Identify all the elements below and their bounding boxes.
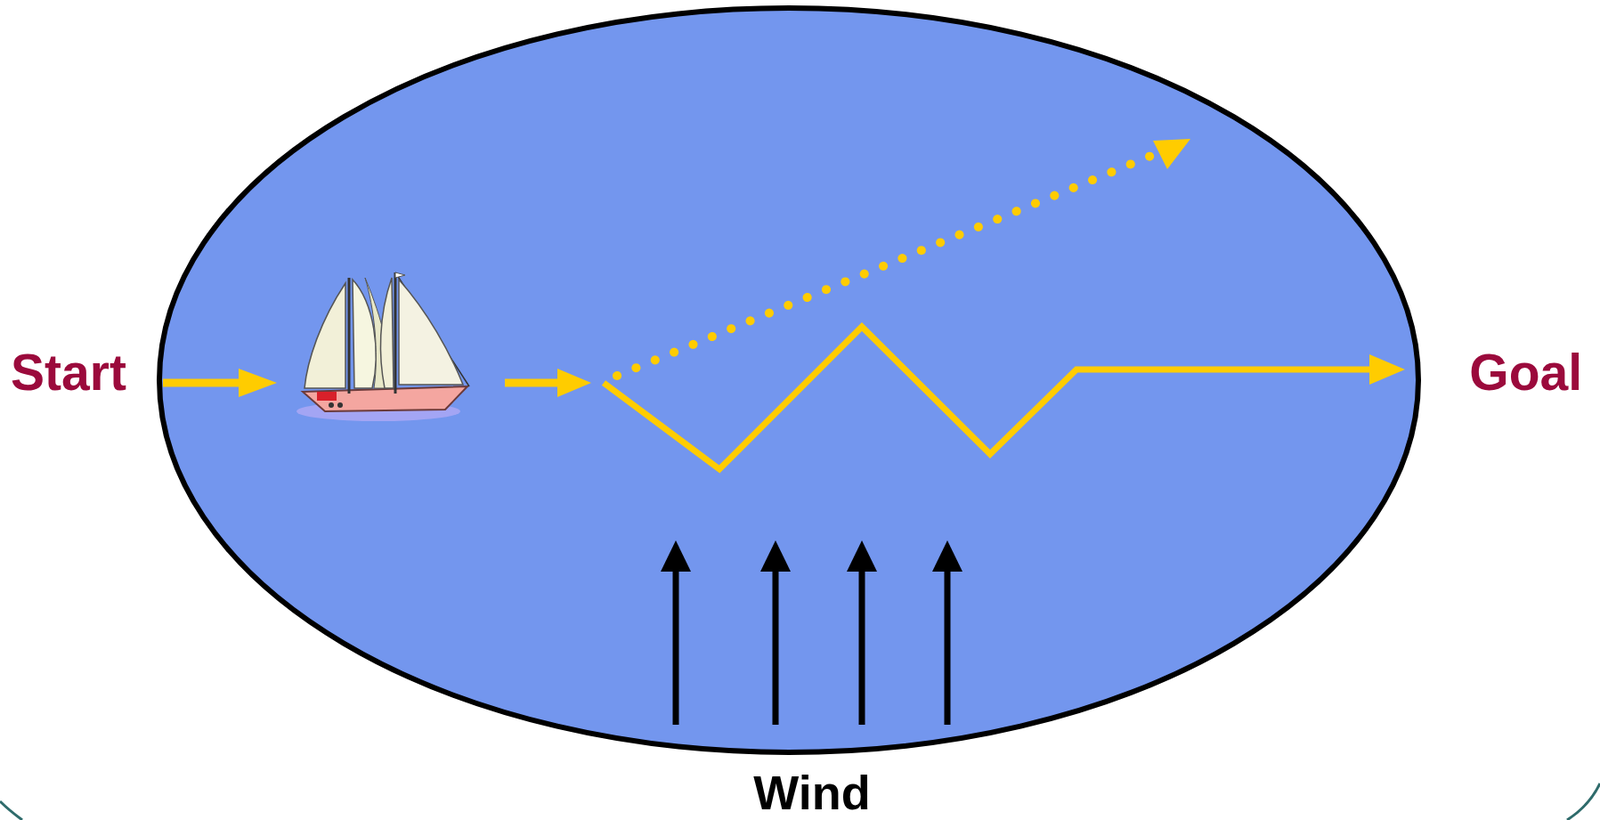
arrowhead (557, 368, 592, 398)
tacking-path (603, 326, 1372, 470)
sailboat (296, 272, 470, 422)
lake (159, 8, 1419, 753)
wind-label: Wind (753, 768, 870, 817)
frame-corner (1567, 783, 1600, 820)
arrowhead (238, 368, 277, 398)
course-arrow (504, 379, 560, 388)
course-arrow (162, 379, 241, 388)
start-label: Start (10, 347, 127, 398)
arrowhead (1369, 354, 1406, 385)
direct-path (617, 153, 1158, 376)
goal-label: Goal (1469, 347, 1583, 398)
frame-corner (0, 801, 23, 820)
wind-arrows (660, 540, 963, 725)
arrowhead (1153, 138, 1191, 170)
